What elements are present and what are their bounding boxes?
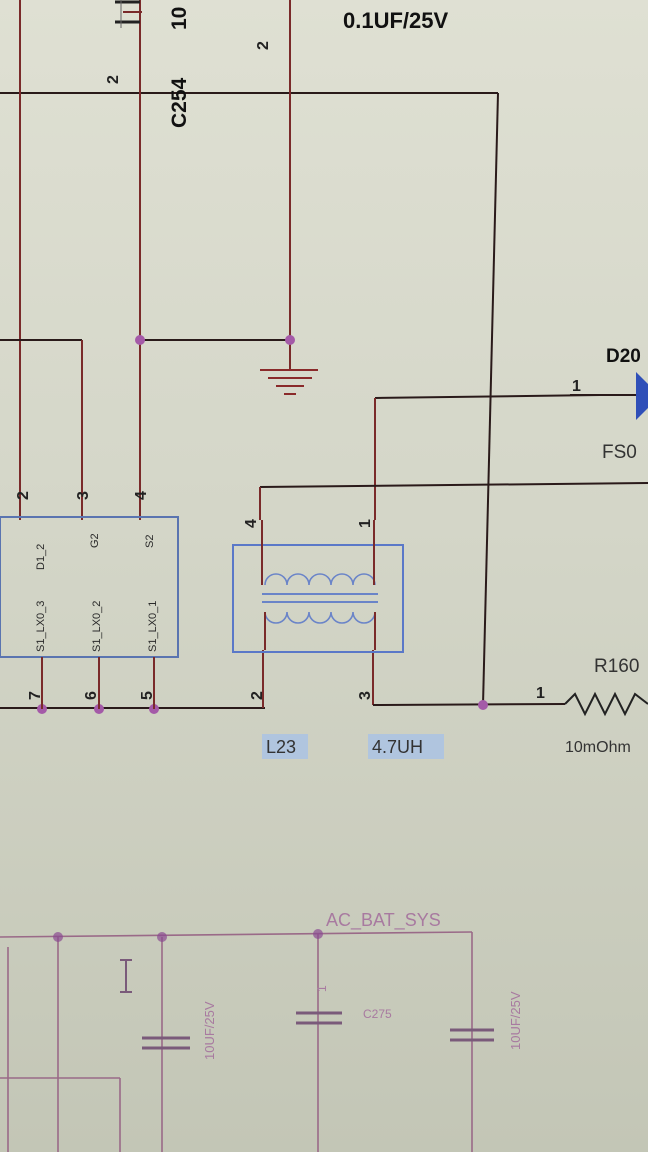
ic-pin-top-2: 3 xyxy=(75,491,92,500)
resistor-ref: R160 xyxy=(594,656,639,677)
ic-label-d12: D1_2 xyxy=(35,544,47,570)
inductor-ref: L23 xyxy=(266,737,296,757)
net-label-ac-bat-sys: AC_BAT_SYS xyxy=(326,910,441,931)
top-wires xyxy=(0,0,648,709)
diode-d20[interactable]: D20 FS0 1 xyxy=(570,346,648,463)
ic-label-g2: G2 xyxy=(89,533,101,548)
ic-label-s1lx03: S1_LX0_3 xyxy=(35,601,47,652)
ic-pin-bottom-2: 6 xyxy=(83,691,100,700)
diode-pin: 1 xyxy=(572,378,581,395)
bottom-net-ac-bat-sys: AC_BAT_SYS C275 1 10UF/25V 10UF/25V xyxy=(0,910,523,1152)
cap-ref-c254: C254 xyxy=(168,77,191,128)
cap-bottom-pin: 1 xyxy=(315,985,329,992)
inductor-pin-2: 2 xyxy=(249,691,266,700)
inductor-pin-1: 1 xyxy=(357,519,374,528)
inductor-pin-4: 4 xyxy=(243,519,260,528)
ic-label-s1lx01: S1_LX0_1 xyxy=(147,601,159,652)
ic-label-s2: S2 xyxy=(144,535,156,548)
diode-value: FS0 xyxy=(602,442,637,463)
cap-pin-right: 2 xyxy=(255,41,272,50)
ic-pin-top-1: 2 xyxy=(15,491,32,500)
ic-pin-bottom-3: 5 xyxy=(139,691,156,700)
cap-pin-left: 2 xyxy=(105,75,122,84)
ic-pin-bottom-1: 7 xyxy=(27,691,44,700)
resistor-value: 10mOhm xyxy=(565,739,631,756)
cap-bottom-value-left: 10UF/25V xyxy=(202,1001,217,1060)
mosfet-ic[interactable]: 2 3 4 7 6 5 S1_LX0_3 D1_2 G2 S1_LX0_2 S2… xyxy=(0,491,179,709)
inductor-value: 4.7UH xyxy=(372,737,423,757)
cap-ref-c275: C275 xyxy=(363,1007,392,1021)
cap-bottom-value-right: 10UF/25V xyxy=(508,991,523,1050)
resistor-pin: 1 xyxy=(536,685,545,702)
diode-ref: D20 xyxy=(606,346,641,367)
ic-label-s1lx02: S1_LX0_2 xyxy=(91,601,103,652)
junction-dots xyxy=(37,335,488,714)
inductor-pin-3: 3 xyxy=(357,691,374,700)
cap-value-partial: 10 xyxy=(168,7,191,30)
capacitor-c254[interactable]: 2 2 C254 10 0.1UF/25V xyxy=(105,0,448,128)
ground-icon xyxy=(260,369,318,395)
resistor-r160[interactable]: R160 10mOhm 1 xyxy=(536,656,648,756)
ic-pin-top-3: 4 xyxy=(133,491,150,500)
inductor-l23[interactable]: 4 1 2 3 L23 4.7UH xyxy=(232,519,444,759)
cap-value-label: 0.1UF/25V xyxy=(343,8,448,33)
